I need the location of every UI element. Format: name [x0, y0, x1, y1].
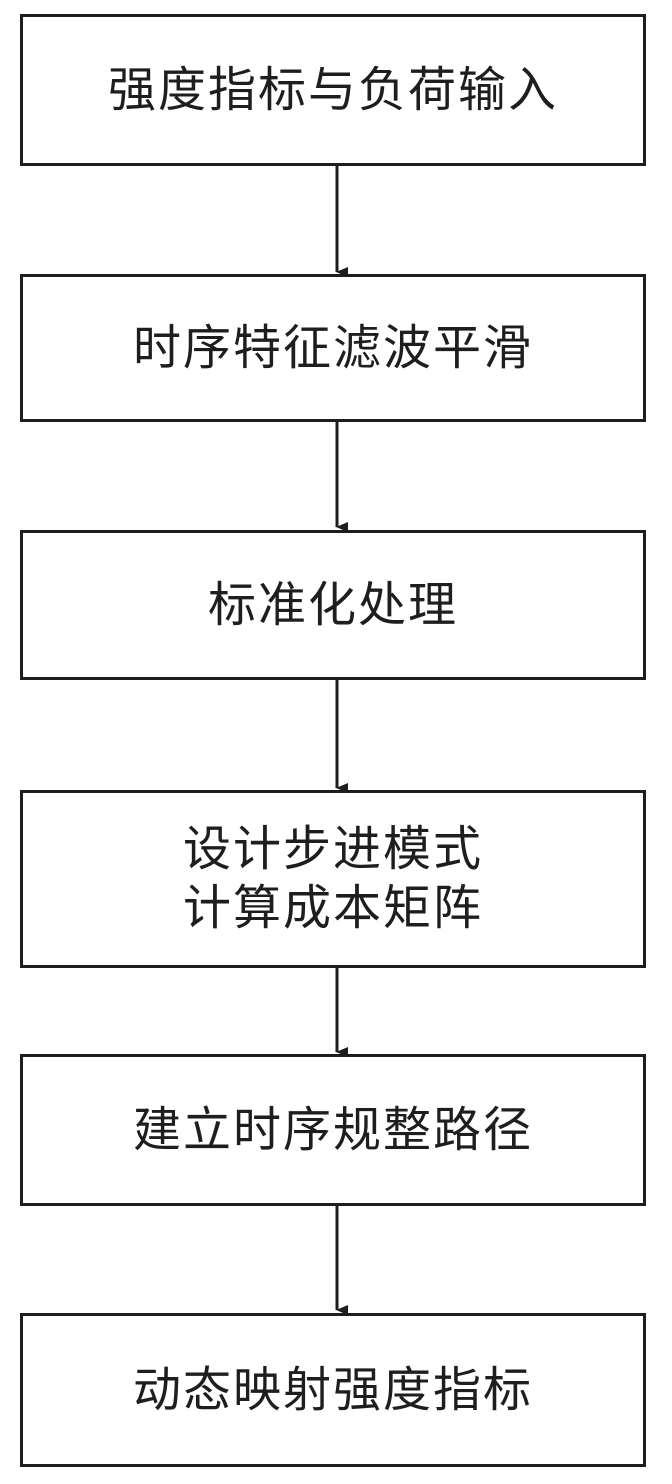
step-3-label: 标准化处理 [207, 576, 458, 633]
step-4-label-line-1: 设计步进模式 [182, 821, 483, 878]
step-5-warping-path: 建立时序规整路径 [20, 1054, 646, 1206]
step-2-label: 时序特征滤波平滑 [132, 319, 533, 376]
step-6-dynamic-mapping: 动态映射强度指标 [20, 1313, 646, 1467]
step-1-label: 强度指标与负荷输入 [107, 61, 558, 118]
step-4-step-pattern-and-cost-matrix: 设计步进模式 计算成本矩阵 [20, 790, 646, 968]
step-3-normalization: 标准化处理 [20, 530, 646, 680]
step-5-label: 建立时序规整路径 [132, 1101, 533, 1158]
step-1-input-strength-and-load: 强度指标与负荷输入 [20, 14, 646, 166]
step-6-label: 动态映射强度指标 [132, 1361, 533, 1418]
step-4-label-line-2: 计算成本矩阵 [182, 880, 483, 936]
step-2-temporal-feature-smoothing: 时序特征滤波平滑 [20, 274, 646, 422]
